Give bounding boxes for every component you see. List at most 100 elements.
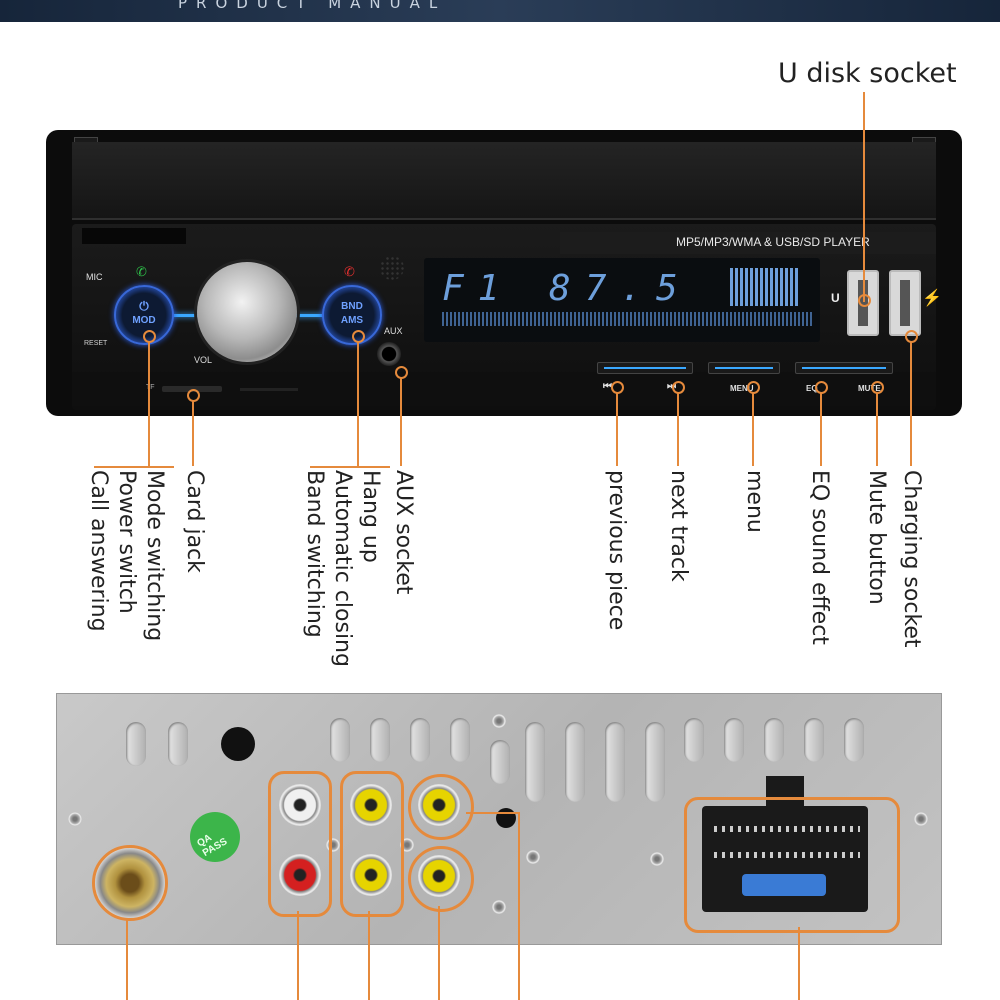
vent-slot [764,718,784,762]
callout-mute-button: Mute button [864,470,889,605]
card-slot-cover [240,388,298,391]
previous-track-icon[interactable]: ⏮ [603,381,612,392]
callout-bracket-bnd [310,466,390,468]
tf-label: TF [146,384,155,391]
video-group-3 [408,846,474,912]
callout-bnd-text: Hang up Automatic closing Band switching [300,470,384,667]
callout-line-aux [400,377,402,466]
antenna-socket[interactable] [92,845,168,921]
screw [68,812,82,826]
qa-pass-badge: QA PASS [190,812,240,862]
vent-slot [804,718,824,762]
header-banner [0,0,1000,22]
vent-slot [168,722,188,766]
vent-slot [126,722,146,766]
eq-key-label: EQ [806,384,818,393]
mod-power-button[interactable]: ⏻ MOD [114,285,174,345]
vent-slot [410,718,430,762]
usb-socket-callout-label: U disk socket [778,58,957,89]
volume-knob[interactable] [197,262,297,362]
equalizer-bars [442,312,812,326]
callout-mod-text: Mode switching Power switch Call answeri… [84,470,168,641]
callout-mod-line-1: Mode switching [142,470,167,642]
callout-bnd-line-3: Band switching [302,470,327,638]
callout-line-camera-h [466,812,520,814]
lightning-bolt-icon: ⚡ [922,290,942,307]
harness-latch [766,776,804,810]
screw [914,812,928,826]
rca-audio-left-white[interactable] [279,784,321,826]
callout-line-eq [820,392,822,466]
callout-dot-usb [858,294,871,307]
microphone-grille [380,256,404,280]
harness-callout-box [684,797,900,933]
callout-line-video1 [368,911,370,1000]
callout-line-next [677,392,679,466]
display-frequency-text: F1 87.5 [442,268,692,309]
rca-yellow[interactable] [350,854,392,896]
vent-slot [724,718,744,762]
vu-meter [730,268,800,306]
callout-bnd-line-1: Hang up [358,470,383,563]
eq-mute-key[interactable] [795,362,893,374]
camera-socket[interactable] [496,808,516,828]
callout-card-jack: Card jack [182,470,207,573]
vent-slot [565,722,585,802]
rca-audio-right-red[interactable] [279,854,321,896]
mic-label: MIC [86,272,103,282]
callout-line-prev [616,392,618,466]
callout-line-mod [148,341,150,466]
vent-slot [450,718,470,762]
mute-key-label: MUTE [858,384,881,393]
rca-yellow[interactable] [350,784,392,826]
banner-title: PRODUCT MANUAL [178,0,447,12]
callout-previous-piece: previous piece [604,470,629,631]
callout-line-video2 [438,906,440,1000]
callout-line-charge [910,341,912,466]
callout-bracket-mod [94,466,174,468]
callout-charging-socket: Charging socket [899,470,924,648]
vent-slot [525,722,545,802]
ams-button-label: AMS [340,315,364,326]
rca-yellow[interactable] [418,784,460,826]
band-ams-button[interactable]: BND AMS [322,285,382,345]
vent-slot [370,718,390,762]
video-group-1 [340,771,404,917]
callout-line-usb [863,92,865,302]
prev-next-key[interactable] [597,362,693,374]
callout-eq-sound-effect: EQ sound effect [807,470,832,645]
screw [650,852,664,866]
call-answer-icon: ✆ [136,264,147,279]
callout-menu: menu [742,470,767,533]
vent-slot [684,718,704,762]
top-slot [82,228,186,244]
callout-line-audio [297,911,299,1000]
power-icon: ⏻ [139,299,149,313]
usb-charging-port[interactable] [889,270,921,336]
vol-label: VOL [194,355,213,365]
callout-line-camera [518,812,520,1000]
connector-pins [714,826,860,832]
mounting-hole [221,727,255,761]
player-title-strip [560,232,936,254]
hang-up-icon: ✆ [344,264,355,279]
callout-line-bnd [357,341,359,466]
callout-bnd-line-2: Automatic closing [330,470,355,667]
mod-button-label: MOD [132,315,156,326]
connector-pins [714,852,860,858]
fuse [742,874,826,896]
player-model-title: MP5/MP3/WMA & USB/SD PLAYER [676,235,870,249]
screw [526,850,540,864]
next-track-icon[interactable]: ⏭ [667,381,676,392]
vent-slot [330,718,350,762]
display-tray [72,142,936,220]
vent-slot [844,718,864,762]
aux-label: AUX [384,326,403,336]
vent-slot [490,740,510,784]
vent-slot [605,722,625,802]
menu-key[interactable] [708,362,780,374]
callout-mod-line-3: Call answering [86,470,111,632]
rca-yellow[interactable] [418,855,460,897]
vent-slot [645,722,665,802]
aux-jack[interactable] [377,342,401,366]
